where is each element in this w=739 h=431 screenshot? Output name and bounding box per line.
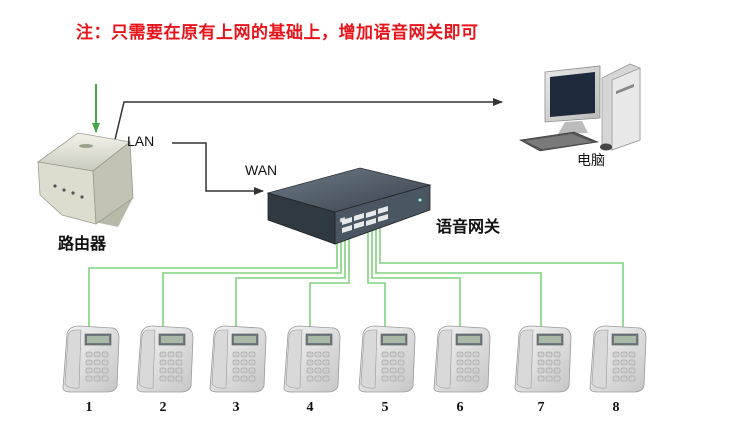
phone-number-2: 2 (159, 400, 167, 415)
phones (62, 325, 647, 393)
phone-number-8: 8 (612, 400, 620, 415)
telephone-icon (209, 325, 267, 393)
voice-gateway-icon (266, 167, 432, 245)
telephone-icon (62, 325, 120, 393)
wan-label: WAN (245, 162, 278, 178)
telephone-icon (136, 325, 194, 393)
phone-number-7: 7 (537, 400, 545, 415)
phone-number-5: 5 (381, 400, 389, 415)
telephone-icon (589, 325, 647, 393)
phone-number-1: 1 (85, 400, 93, 415)
telephone-icon (358, 325, 416, 393)
telephone-icon (433, 325, 491, 393)
gateway-label: 语音网关 (436, 217, 501, 236)
note-text: 注：只需要在原有上网的基础上，增加语音网关即可 (76, 23, 479, 43)
phone-cables (88, 228, 624, 330)
telephone-icon (283, 325, 341, 393)
computer-label: 电脑 (577, 153, 605, 169)
lan-to-wan-arrow (172, 142, 264, 195)
telephone-icon (514, 325, 572, 393)
phone-number-4: 4 (306, 400, 314, 415)
phone-number-3: 3 (232, 400, 240, 415)
router-icon (36, 132, 134, 227)
router-to-computer-arrow (112, 98, 503, 149)
router-label: 路由器 (58, 234, 107, 253)
lan-label: LAN (127, 133, 155, 149)
computer-icon (519, 63, 641, 152)
phone-number-6: 6 (456, 400, 464, 415)
